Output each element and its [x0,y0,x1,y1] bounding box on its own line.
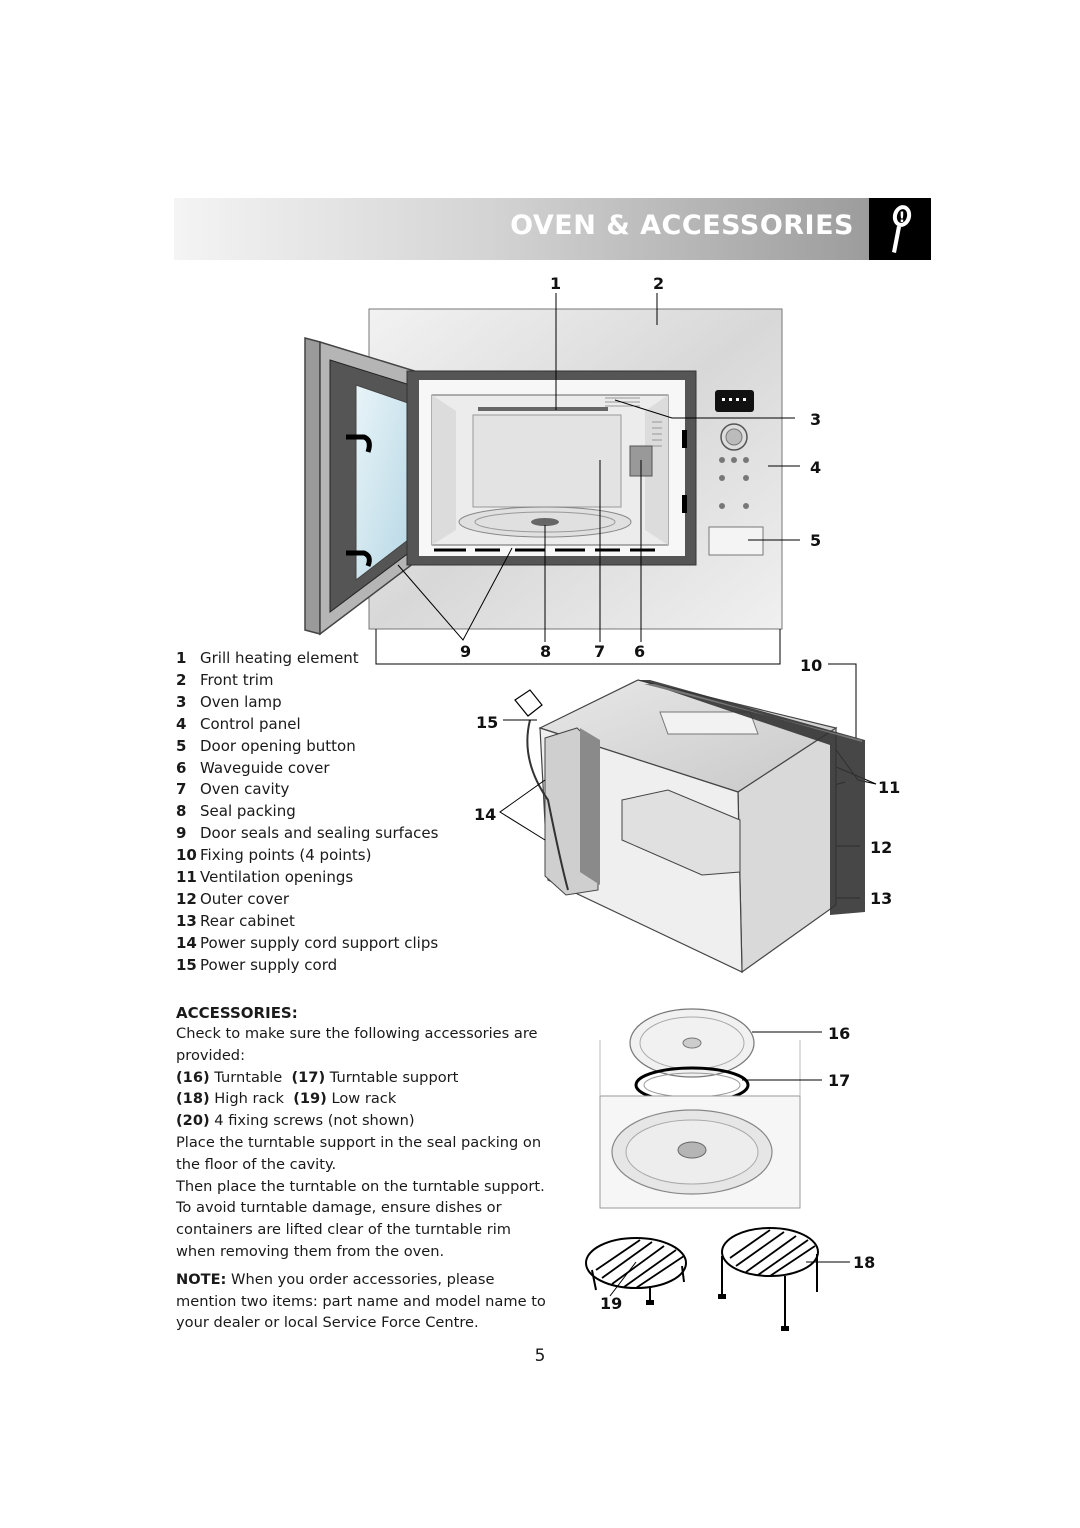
callout-8: 8 [540,642,552,661]
instruction-text: Then place the turntable on the turntabl… [176,1177,545,1195]
accessory-line: (20) 4 fixing screws (not shown) [176,1112,415,1130]
callout-14: 14 [474,805,497,824]
info-magnifier-icon: ! [869,198,931,260]
accessories-intro: Check to make sure the following accesso… [176,1025,538,1064]
section-header: OVEN & ACCESSORIES [174,198,870,260]
callout-11: 11 [878,778,901,797]
callout-12: 12 [870,838,893,857]
accessories-heading: ACCESSORIES: [176,1004,298,1022]
control-panel [708,390,764,556]
callout-7: 7 [594,642,606,661]
callout-2: 2 [653,274,665,293]
callout-4: 4 [810,458,822,477]
high-rack-illustration [718,1227,819,1331]
callout-19: 19 [600,1294,623,1313]
callout-17: 17 [828,1071,851,1090]
callout-6: 6 [634,642,646,661]
callout-15: 15 [476,713,499,732]
page-number: 5 [534,1346,546,1366]
low-rack-illustration [585,1237,687,1305]
svg-text:!: ! [899,210,905,226]
callout-10: 10 [800,656,823,675]
callout-18: 18 [853,1253,876,1272]
callout-9: 9 [460,642,472,661]
turntable-illustration [599,1008,801,1209]
callout-13: 13 [870,889,893,908]
accessory-line: (18) High rack (19) Low rack [176,1090,397,1108]
note-text: NOTE: When you order accessories, please… [176,1270,546,1332]
callout-5: 5 [810,531,822,550]
accessory-line: (16) Turntable (17) Turntable support [176,1068,459,1086]
instruction-text: Place the turntable support in the seal … [176,1133,542,1173]
callout-16: 16 [828,1024,851,1043]
callout-1: 1 [550,274,562,293]
rear-cabinet [514,679,865,974]
section-title: OVEN & ACCESSORIES [510,210,854,241]
accessories-text: Check to make sure the following accesso… [176,1023,546,1334]
instruction-text: To avoid turntable damage, ensure dishes… [176,1199,511,1260]
callout-3: 3 [810,410,822,429]
